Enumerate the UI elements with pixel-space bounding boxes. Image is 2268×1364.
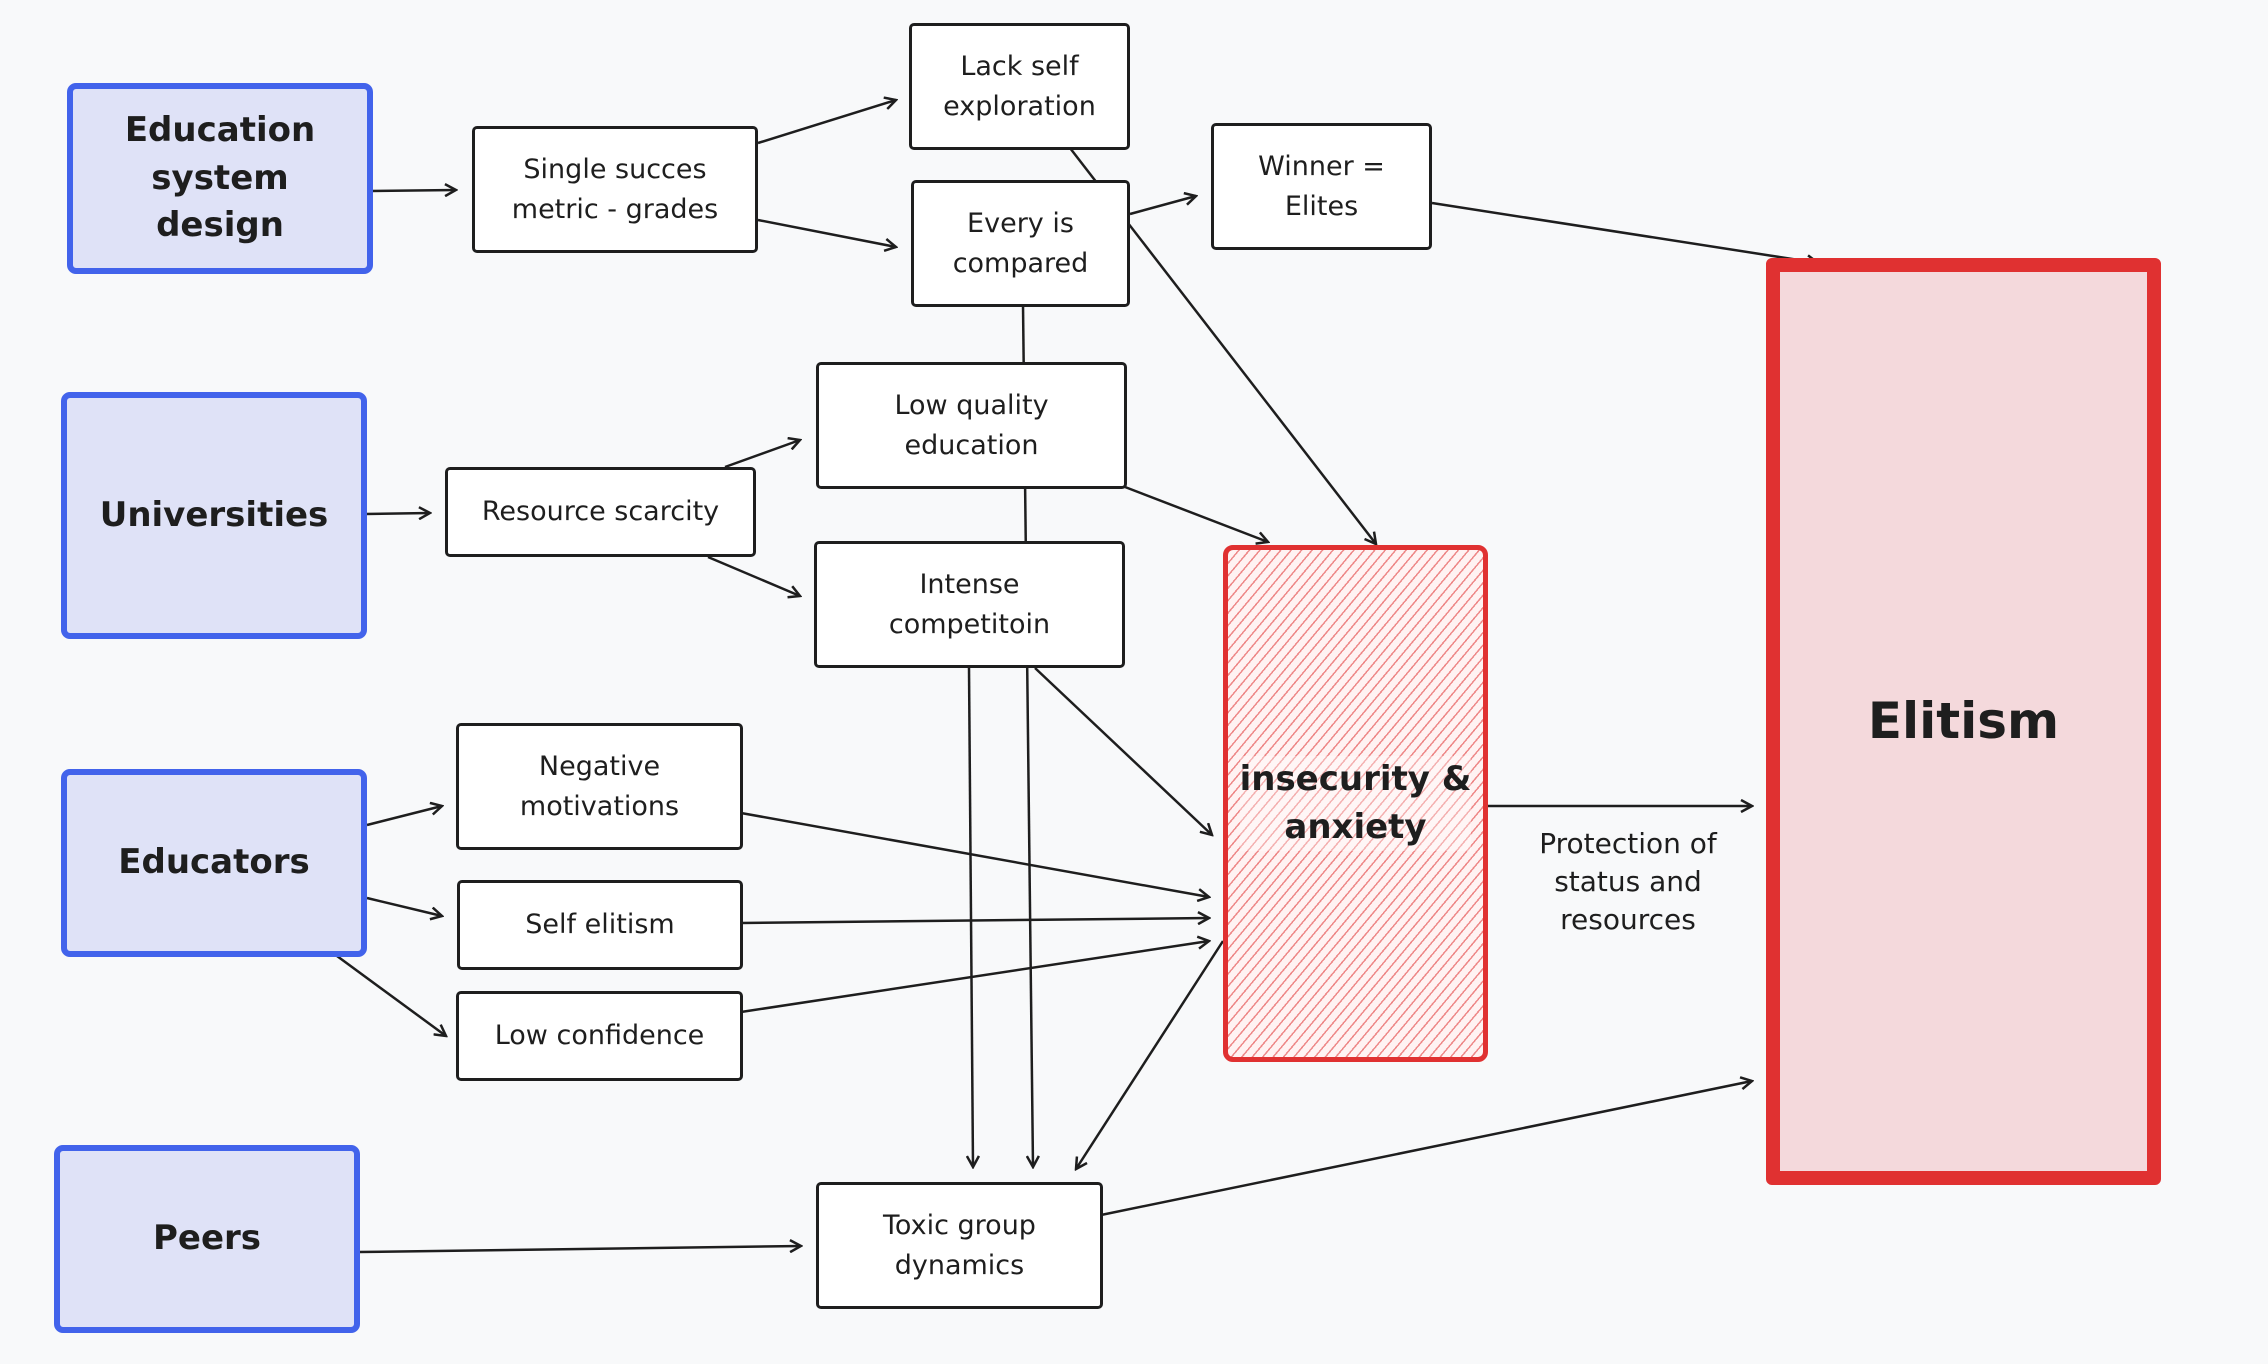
- arrow-educators-to-low-confidence: [336, 954, 446, 1036]
- node-low-confidence[interactable]: Low confidence: [456, 991, 743, 1081]
- arrow-competition-to-toxic: [969, 667, 973, 1167]
- arrow-metric-to-every-compared: [757, 218, 896, 247]
- insecurity-anxiety-label: insecurity & anxiety: [1239, 755, 1472, 852]
- arrow-competition-to-anxiety: [1034, 667, 1212, 835]
- node-intense-competition[interactable]: Intense competitoin: [814, 541, 1125, 668]
- node-universities[interactable]: Universities: [61, 392, 367, 639]
- node-resource-scarcity[interactable]: Resource scarcity: [445, 467, 756, 557]
- edge-label-protection: Protection of status and resources: [1539, 827, 1717, 936]
- node-self-elitism[interactable]: Self elitism: [457, 880, 743, 970]
- node-insecurity-anxiety[interactable]: insecurity & anxiety: [1223, 545, 1488, 1062]
- node-negative-motivations[interactable]: Negative motivations: [456, 723, 743, 850]
- node-peers[interactable]: Peers: [54, 1145, 360, 1333]
- node-educators[interactable]: Educators: [61, 769, 367, 957]
- arrow-metric-to-lack-exploration: [757, 100, 896, 145]
- arrow-educators-to-self-elitism: [366, 896, 442, 916]
- arrow-negative-to-anxiety: [740, 811, 1209, 897]
- arrow-educators-to-negative: [366, 806, 442, 827]
- arrow-self-elitism-to-anxiety: [740, 918, 1209, 923]
- arrow-anxiety-to-toxic: [1076, 940, 1225, 1169]
- arrow-low-confidence-to-anxiety: [740, 941, 1209, 1014]
- node-lack-self-exploration[interactable]: Lack self exploration: [909, 23, 1130, 150]
- node-elitism[interactable]: Elitism: [1766, 258, 2161, 1185]
- arrow-peers-to-toxic: [358, 1246, 801, 1254]
- node-every-is-compared[interactable]: Every is compared: [911, 180, 1130, 307]
- arrow-scarcity-to-competition: [707, 555, 800, 596]
- arrow-education-to-metric: [369, 190, 456, 191]
- arrow-universities-to-scarcity: [364, 513, 430, 514]
- arrow-winner-to-elitism: [1431, 201, 1818, 263]
- node-education-system-design[interactable]: Education system design: [67, 83, 373, 274]
- arrow-scarcity-to-low-quality: [724, 440, 800, 469]
- node-winner-elites[interactable]: Winner = Elites: [1211, 123, 1432, 250]
- node-low-quality-education[interactable]: Low quality education: [816, 362, 1127, 489]
- arrow-toxic-to-elitism: [1100, 1081, 1752, 1217]
- node-toxic-group-dynamics[interactable]: Toxic group dynamics: [816, 1182, 1103, 1309]
- node-single-success-metric[interactable]: Single succes metric - grades: [472, 126, 758, 253]
- arrow-every-compared-to-winner: [1129, 196, 1196, 216]
- arrow-low-quality-to-anxiety: [1124, 485, 1268, 542]
